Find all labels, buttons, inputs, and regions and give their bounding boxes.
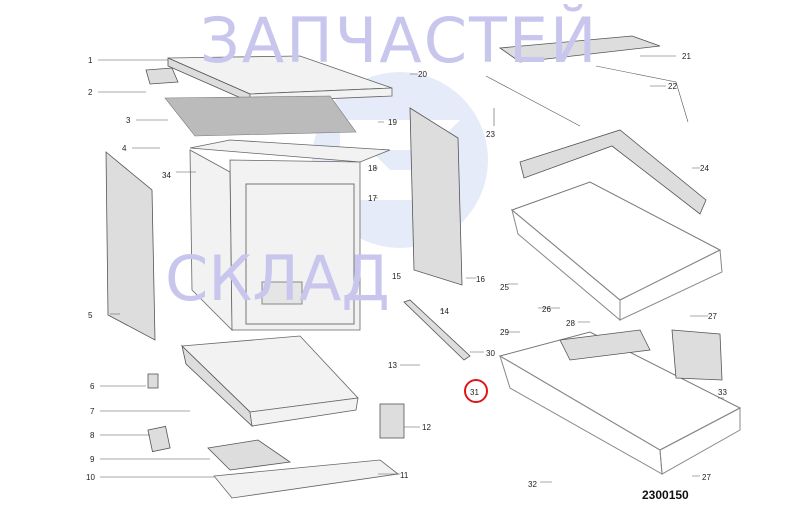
part-cabinet: [189, 139, 391, 331]
part-side-panel-left: [105, 151, 156, 341]
part-6: [147, 373, 159, 389]
part-label: 27: [708, 312, 717, 321]
part-cutlery-basket: [671, 329, 723, 381]
part-8: [147, 425, 171, 453]
part-cutlery-tray: [498, 35, 661, 63]
part-label: 7: [90, 407, 95, 416]
part-label: 27: [702, 473, 711, 482]
part-label: 1: [88, 56, 93, 65]
watermark-line-2: ЗАПЧАСТЕЙ: [200, 4, 598, 77]
highlight-circle: [464, 379, 488, 403]
part-label: 15: [392, 272, 401, 281]
part-label: 13: [388, 361, 397, 370]
part-label: 23: [486, 130, 495, 139]
part-side-panel-right: [409, 107, 463, 286]
part-label: 20: [418, 70, 427, 79]
part-label: 28: [566, 319, 575, 328]
part-label: 3: [126, 116, 131, 125]
part-worktop: [145, 55, 393, 137]
part-upper-basket: [511, 129, 723, 322]
part-label: 26: [542, 305, 551, 314]
part-label: 9: [90, 455, 95, 464]
part-label: 12: [422, 423, 431, 432]
part-label: 2: [88, 88, 93, 97]
part-label: 11: [400, 471, 409, 480]
part-label: 24: [700, 164, 709, 173]
part-label: 21: [682, 52, 691, 61]
part-label: 33: [718, 388, 727, 397]
part-base: [181, 335, 359, 428]
part-label: 25: [500, 283, 509, 292]
part-label: 6: [90, 382, 95, 391]
part-label: 18: [368, 164, 377, 173]
part-label: 34: [162, 171, 171, 180]
part-label: 22: [668, 82, 677, 91]
part-label: 30: [486, 349, 495, 358]
part-label: 19: [388, 118, 397, 127]
part-rail: [403, 299, 471, 361]
part-lower-basket: [498, 329, 742, 475]
part-label: 5: [88, 311, 93, 320]
part-label: 8: [90, 431, 95, 440]
part-cover-10: [207, 439, 292, 471]
part-label: 32: [528, 480, 537, 489]
label-31-highlighted: 31: [470, 388, 479, 397]
part-label: 10: [86, 473, 95, 482]
part-label: 17: [368, 194, 377, 203]
part-label: 4: [122, 144, 127, 153]
part-label: 14: [440, 307, 449, 316]
part-rail-22: [485, 65, 689, 127]
leader-lines: [98, 55, 724, 483]
part-labels: 1 2 3 4 5 6 7 8 9 10 11 12 13 14 15 16 1…: [86, 52, 727, 489]
part-12: [379, 403, 405, 439]
part-label: 29: [500, 328, 509, 337]
watermark-line-1: СКЛАД: [165, 242, 390, 315]
part-label: 16: [476, 275, 485, 284]
diagram-code: 2300150: [642, 488, 689, 502]
